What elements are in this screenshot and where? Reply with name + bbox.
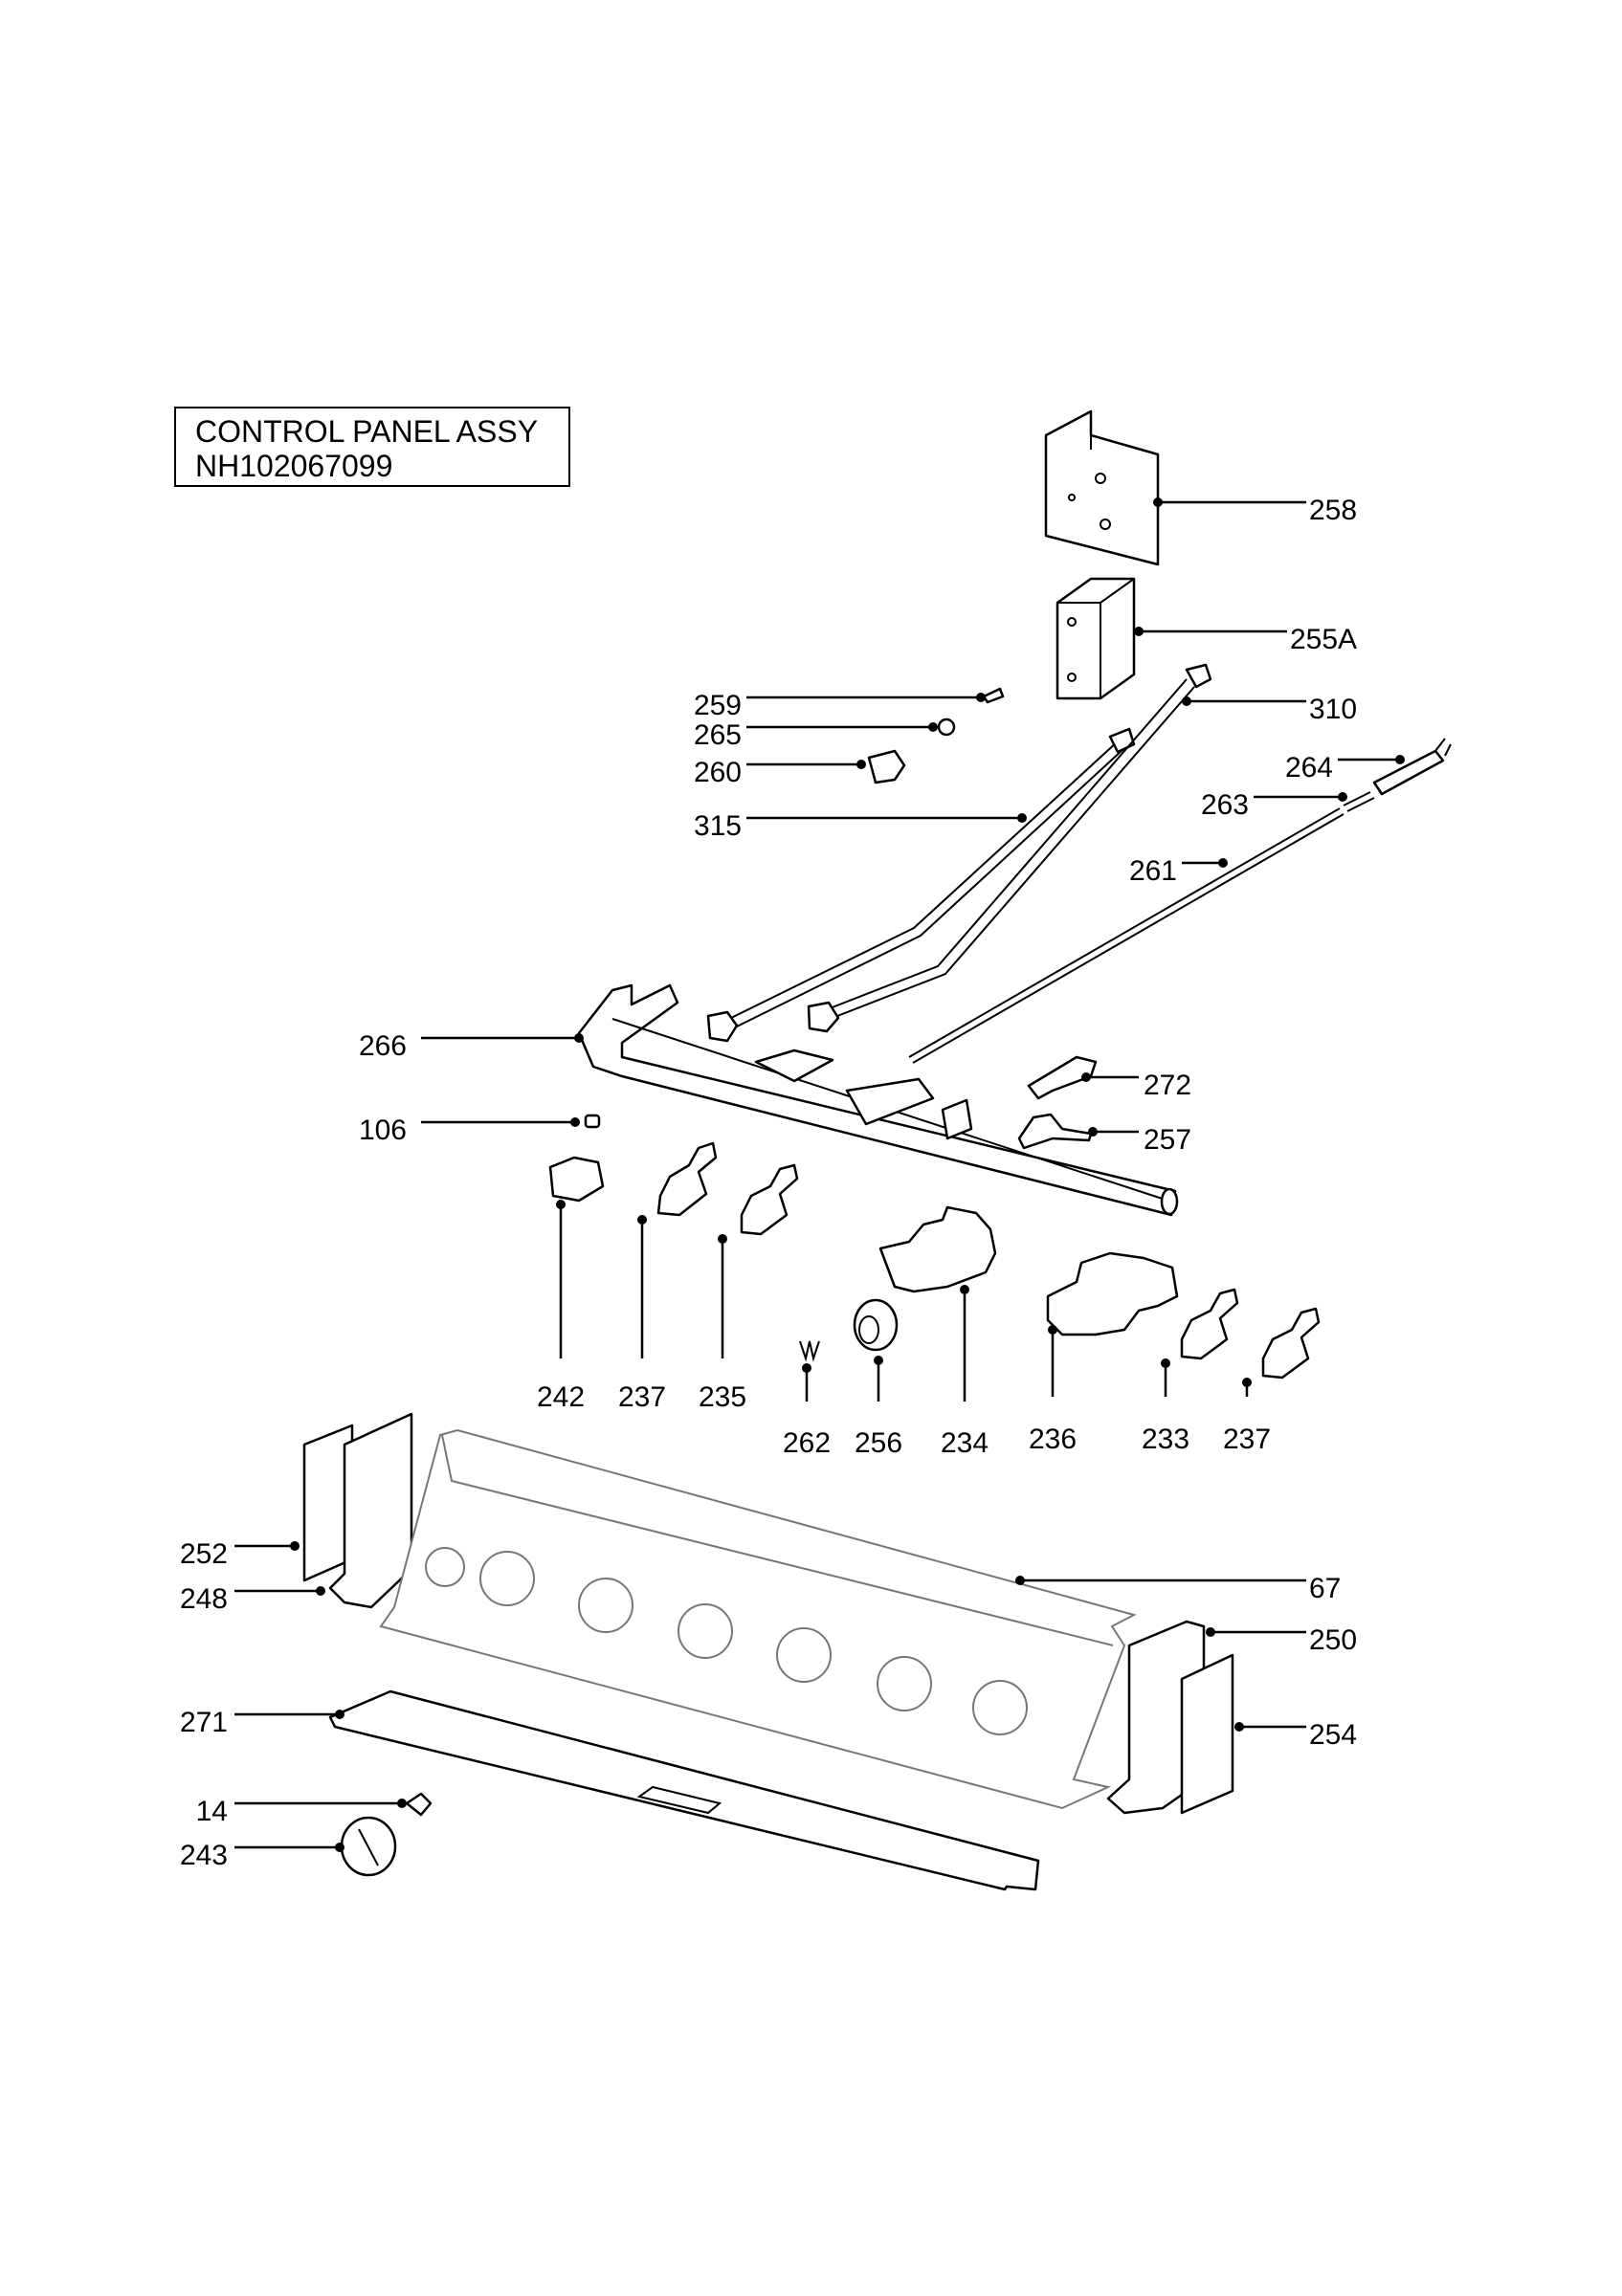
part-67-control-panel bbox=[379, 1428, 1137, 1810]
part-label-252: 252 bbox=[180, 1538, 228, 1570]
part-236-valve bbox=[1046, 1251, 1179, 1336]
part-label-234: 234 bbox=[941, 1427, 989, 1459]
leader-dot-257 bbox=[1088, 1127, 1098, 1137]
part-label-257: 257 bbox=[1144, 1124, 1191, 1156]
part-label-271: 271 bbox=[180, 1707, 228, 1738]
part-233-valve bbox=[1180, 1288, 1239, 1360]
part-label-262: 262 bbox=[783, 1427, 831, 1459]
part-254-plate bbox=[1180, 1653, 1234, 1815]
part-262-clip bbox=[799, 1340, 820, 1362]
part-258-bracket bbox=[1044, 409, 1160, 566]
leader-dot-266 bbox=[574, 1033, 584, 1043]
part-259-clip bbox=[982, 687, 1005, 704]
part-315-tube bbox=[706, 727, 1136, 1043]
part-250-endcap bbox=[1106, 1620, 1206, 1815]
leader-dot-243 bbox=[335, 1843, 344, 1852]
part-label-265: 265 bbox=[694, 719, 742, 751]
part-237-valve-left bbox=[656, 1141, 718, 1217]
part-266-manifold bbox=[577, 983, 1179, 1217]
part-label-261: 261 bbox=[1129, 855, 1177, 887]
part-label-259: 259 bbox=[694, 690, 742, 721]
part-label-266: 266 bbox=[359, 1030, 407, 1062]
leader-dot-265 bbox=[928, 722, 938, 732]
leader-dot-14 bbox=[397, 1799, 407, 1808]
part-label-255A: 255A bbox=[1290, 624, 1357, 655]
leader-dot-252 bbox=[290, 1541, 300, 1551]
part-14-nut bbox=[405, 1792, 433, 1817]
part-label-264: 264 bbox=[1285, 752, 1333, 784]
part-label-263: 263 bbox=[1201, 789, 1249, 821]
leader-dot-237 bbox=[637, 1215, 647, 1225]
part-237-valve-right bbox=[1261, 1307, 1321, 1380]
leader-dot-258 bbox=[1153, 497, 1163, 507]
part-243-knob bbox=[340, 1816, 397, 1877]
part-label-243: 243 bbox=[180, 1840, 228, 1871]
leader-dot-310 bbox=[1182, 696, 1191, 706]
leader-dot-271 bbox=[335, 1710, 344, 1719]
part-256-cap bbox=[853, 1298, 899, 1352]
part-label-14: 14 bbox=[196, 1796, 228, 1827]
leader-dot-234 bbox=[960, 1285, 969, 1294]
part-label-237: 237 bbox=[618, 1381, 666, 1413]
leader-dot-272 bbox=[1081, 1072, 1091, 1082]
leader-dot-255A bbox=[1134, 627, 1144, 636]
part-label-310: 310 bbox=[1309, 694, 1357, 725]
leader-dot-235 bbox=[718, 1234, 727, 1244]
part-106-grommet bbox=[584, 1114, 601, 1129]
leader-dot-233 bbox=[1161, 1358, 1170, 1368]
leader-dot-67 bbox=[1015, 1576, 1025, 1585]
leader-dot-254 bbox=[1234, 1722, 1244, 1732]
part-310-tube bbox=[807, 663, 1212, 1033]
part-261-rod bbox=[908, 807, 1344, 1064]
part-label-315: 315 bbox=[694, 810, 742, 842]
part-label-233: 233 bbox=[1142, 1424, 1189, 1455]
leader-dot-250 bbox=[1206, 1627, 1215, 1637]
part-248-endcap bbox=[328, 1412, 413, 1609]
leader-dot-315 bbox=[1017, 813, 1027, 823]
part-257-bracket bbox=[1017, 1113, 1093, 1150]
leader-dot-242 bbox=[556, 1200, 566, 1209]
part-242-button bbox=[548, 1156, 605, 1203]
part-271-trim-strip bbox=[328, 1689, 1040, 1891]
part-263-spring bbox=[1343, 791, 1375, 812]
title-line-1: CONTROL PANEL ASSY bbox=[195, 414, 539, 449]
leader-dot-237 bbox=[1242, 1378, 1252, 1387]
leader-dot-263 bbox=[1338, 792, 1347, 802]
callout-leaders: 258 255A 259 310 265 264 260 263 315 261 266 272 106… bbox=[180, 495, 1405, 1871]
part-label-106: 106 bbox=[359, 1115, 407, 1146]
title-box: CONTROL PANEL ASSY NH102067099 bbox=[174, 407, 570, 487]
leader-dot-262 bbox=[802, 1363, 811, 1373]
part-label-272: 272 bbox=[1144, 1070, 1191, 1101]
part-label-236: 236 bbox=[1029, 1424, 1077, 1455]
title-line-2: NH102067099 bbox=[195, 449, 393, 483]
leader-dot-248 bbox=[316, 1586, 325, 1596]
part-label-242: 242 bbox=[537, 1381, 585, 1413]
part-label-260: 260 bbox=[694, 757, 742, 788]
part-label-250: 250 bbox=[1309, 1624, 1357, 1656]
leader-dot-106 bbox=[570, 1117, 580, 1127]
part-260-fitting bbox=[867, 749, 906, 784]
part-label-256: 256 bbox=[855, 1427, 902, 1459]
part-label-258: 258 bbox=[1309, 495, 1357, 526]
part-label-235: 235 bbox=[699, 1381, 746, 1413]
part-265-nut bbox=[937, 718, 956, 737]
leader-dot-259 bbox=[976, 693, 986, 702]
part-label-67: 67 bbox=[1309, 1573, 1341, 1604]
part-label-237: 237 bbox=[1223, 1424, 1271, 1455]
part-label-254: 254 bbox=[1309, 1719, 1357, 1751]
leader-dot-256 bbox=[874, 1356, 883, 1365]
part-label-248: 248 bbox=[180, 1583, 228, 1615]
part-234-valve-main bbox=[878, 1205, 997, 1293]
leader-dot-260 bbox=[856, 760, 866, 769]
leader-dot-261 bbox=[1218, 858, 1228, 868]
part-264-sleeve bbox=[1372, 738, 1452, 796]
part-255a-block bbox=[1055, 577, 1136, 700]
leader-dot-236 bbox=[1048, 1325, 1057, 1335]
part-235-valve bbox=[740, 1163, 799, 1236]
leader-dot-264 bbox=[1395, 755, 1405, 764]
